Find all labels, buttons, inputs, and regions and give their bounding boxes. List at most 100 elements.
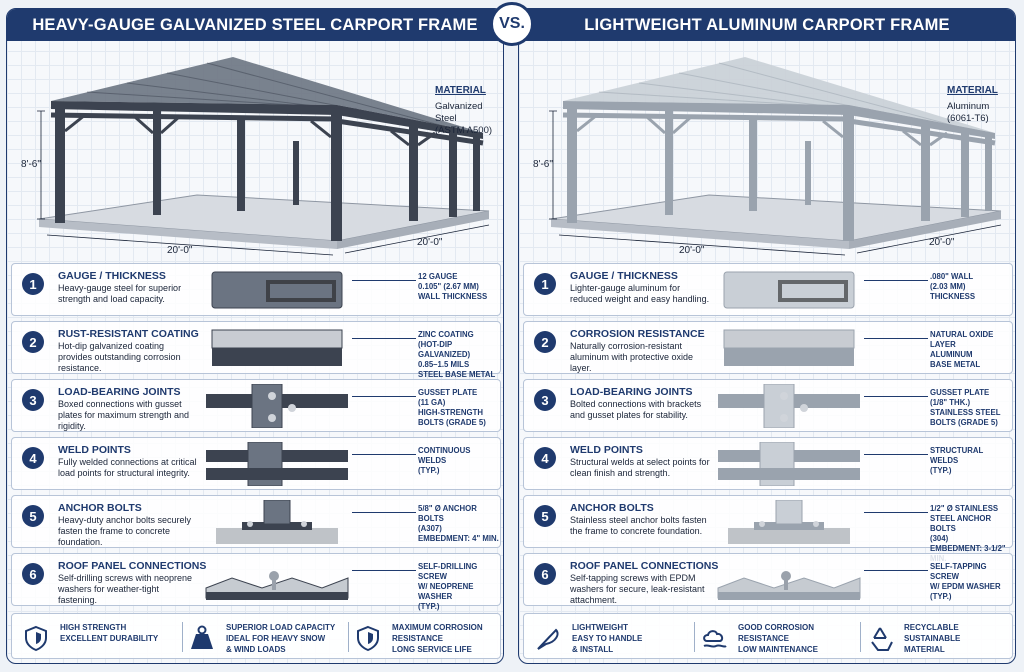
feature-note: SCREW [418,572,448,581]
benefit-text-line: MATERIAL [904,645,945,654]
divider [860,622,861,652]
benefit-text-line: LIGHTWEIGHT [572,623,628,632]
feature-row: 4 WELD POINTS Fully welded connections a… [11,437,501,490]
feature-note: W/ NEOPRENE WASHER [418,582,474,601]
panel-title-text: LIGHTWEIGHT ALUMINUM CARPORT FRAME [584,15,950,34]
feature-row: 5 ANCHOR BOLTS Heavy-duty anchor bolts s… [11,495,501,548]
feature-row: 5 ANCHOR BOLTS Stainless steel anchor bo… [523,495,1013,563]
feature-title: LOAD-BEARING JOINTS [58,386,181,398]
benefit-text-line: SUPERIOR LOAD CAPACITY [226,623,336,632]
feature-title: ROOF PANEL CONNECTIONS [58,560,207,572]
material-label: MATERIAL [947,85,998,96]
feature-number: 4 [534,447,556,469]
feature-title: ANCHOR BOLTS [570,502,654,514]
feature-note: STEEL BASE METAL [418,370,496,379]
height-dimension: 8'-6" [21,159,41,170]
feature-note: W/ EPDM WASHER [930,582,1001,591]
leader-line [864,396,928,397]
length-dimension: 20'-0" [679,245,705,256]
leader-line [352,512,416,513]
feature-description: Structural welds at select points for cl… [570,457,710,478]
feature-title: ROOF PANEL CONNECTIONS [570,560,719,572]
feature-note: .080" WALL [930,272,974,281]
feature-note: SCREW [930,572,960,581]
benefit-item: HIGH STRENGTH EXCELLENT DURABILITY [22,620,178,654]
feature-note: (TYP.) [418,602,440,611]
feature-notes: 5/8" Ø ANCHOR BOLTS(A307)EMBEDMENT: 4" M… [418,504,502,544]
feature-row: 2 CORROSION RESISTANCE Naturally corrosi… [523,321,1013,374]
feature-row: 4 WELD POINTS Structural welds at select… [523,437,1013,490]
feature-note: (TYP.) [418,466,440,475]
benefit-text-line: MAXIMUM CORROSION [392,623,483,632]
feature-row: 6 ROOF PANEL CONNECTIONS Self-drilling s… [11,553,501,611]
feature-row: 6 ROOF PANEL CONNECTIONS Self-tapping sc… [523,553,1013,606]
benefit-text-line: & WIND LOADS [226,645,286,654]
feature-detail-image [714,383,864,429]
feature-title: LOAD-BEARING JOINTS [570,386,693,398]
leader-line [352,338,416,339]
feature-note: WELDS [418,456,447,465]
feature-description: Lighter-gauge aluminum for reduced weigh… [570,283,710,304]
feature-title: ANCHOR BOLTS [58,502,142,514]
feature-note: STRUCTURAL [930,446,984,455]
benefit-text-line: HIGH STRENGTH [60,623,127,632]
carport-illustration [37,57,490,256]
feature-description: Boxed connections with gusset plates for… [58,399,190,431]
feature-note: (TYP.) [930,466,952,475]
benefit-text-line: EXCELLENT DURABILITY [60,634,159,643]
benefit-text-line: & INSTALL [572,645,614,654]
width-dimension: 20'-0" [929,237,955,248]
vs-badge: VS. [490,2,534,46]
feature-note: BOLTS (GRADE 5) [930,418,998,427]
feature-number: 5 [534,505,556,527]
feature-note: 5/8" Ø ANCHOR BOLTS [418,504,477,523]
feature-note: ALUMINUM [930,350,973,359]
feature-note: BOLTS (GRADE 5) [418,418,486,427]
feature-note: NATURAL OXIDE [930,330,994,339]
carport-illustration [549,57,1002,256]
divider [694,622,695,652]
feature-number: 6 [534,563,556,585]
material-label: MATERIAL [435,85,486,96]
feature-row: 1 GAUGE / THICKNESS Lighter-gauge alumin… [523,263,1013,316]
feature-note: GUSSET PLATE [930,388,990,397]
benefit-text-line: IDEAL FOR HEAVY SNOW [226,634,326,643]
feature-detail-image [202,441,352,487]
material-spec: (ASTM A500) [435,125,493,136]
material-box: MATERIAL Galvanized Steel (ASTM A500) [435,85,503,137]
feature-number: 2 [22,331,44,353]
leader-line [864,454,928,455]
steel-panel: HEAVY-GAUGE GALVANIZED STEEL CARPORT FRA… [6,8,504,664]
benefit-text: HIGH STRENGTH EXCELLENT DURABILITY [60,622,190,644]
feature-note: SELF-TAPPING [930,562,987,571]
feature-description: Bolted connections with brackets and gus… [570,399,702,420]
benefit-text-line: SUSTAINABLE [904,634,961,643]
feature-detail-image [202,558,352,602]
benefit-text-line: RESISTANCE [392,634,443,643]
feature-title: CORROSION RESISTANCE [570,328,705,340]
feature-number: 6 [22,563,44,585]
material-name: Aluminum [947,101,990,112]
panel-title: HEAVY-GAUGE GALVANIZED STEEL CARPORT FRA… [7,9,503,41]
feature-note: BASE METAL [930,360,981,369]
feature-note: (2.03 mm) [930,282,966,291]
benefits-bar: HIGH STRENGTH EXCELLENT DURABILITY SUPERI… [11,613,501,659]
feature-detail-image [714,499,864,544]
feature-note: 0.85–1.5 mils [418,360,470,369]
benefit-text-line: LOW MAINTENANCE [738,645,818,654]
benefit-text-line: GOOD CORROSION [738,623,815,632]
feature-notes: .080" WALL(2.03 mm)THICKNESS [930,272,1014,302]
feature-note: (304) [930,534,949,543]
feature-note: STAINLESS STEEL [930,408,1001,417]
